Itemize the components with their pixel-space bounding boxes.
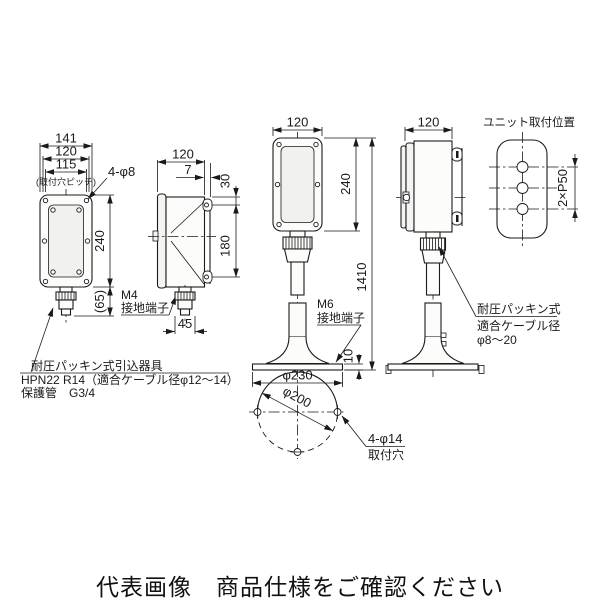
ground-terminal-size: M4 bbox=[121, 288, 138, 302]
dim-base-thickness-label: 10 bbox=[341, 349, 356, 363]
dim-gland-height-label: (65) bbox=[92, 290, 107, 313]
front-view-dimensions: 141 120 115 (取付穴ピッチ) 4-φ8 240 (65) bbox=[36, 131, 135, 317]
gland-note-line2: 適合ケーブル径 bbox=[477, 318, 560, 333]
dim-body-width-label: 120 bbox=[55, 144, 77, 159]
dim-depth-label: 120 bbox=[172, 147, 194, 162]
ground-terminal-label: 接地端子 bbox=[121, 300, 169, 315]
assembly-front-view: 120 240 1410 10 φ230 M6 接地端子 bbox=[249, 115, 405, 462]
assembly-side-view: 120 耐圧パッキン式 適合ケーブル径 φ8～20 bbox=[385, 115, 561, 377]
gland-note-line1: 耐圧パッキン式 bbox=[477, 302, 561, 316]
gland-note-line3: φ8～20 bbox=[477, 333, 517, 347]
unit-mount-dimension: 2×P50 bbox=[555, 154, 578, 222]
assembly-side-gland-note: 耐圧パッキン式 適合ケーブル径 φ8～20 bbox=[438, 246, 561, 347]
front-view-ground-callout: M4 接地端子 bbox=[121, 288, 177, 316]
dim-total-height-label: 1410 bbox=[354, 263, 369, 292]
dim-hole-top-label: 30 bbox=[218, 174, 233, 188]
assembly-side-dimensions: 120 bbox=[404, 115, 453, 141]
side-view-dimensions: 120 7 30 180 45 bbox=[157, 147, 240, 335]
corner-holes-label: 4-φ8 bbox=[108, 164, 135, 179]
assembly-front-screws bbox=[274, 141, 321, 228]
front-view-screws bbox=[41, 197, 91, 285]
assembly-front-dimensions: 120 240 1410 10 φ230 bbox=[252, 115, 376, 387]
mount-holes-sublabel: 取付穴 bbox=[368, 447, 404, 462]
front-view-gland-note: 耐圧パッキン式引込器具 HPN22 R14（適合ケーブル径φ12～14） 保護管… bbox=[20, 307, 239, 400]
dim-hole-pitch-label: 115 bbox=[56, 157, 77, 172]
ground-terminal-size: M6 bbox=[317, 297, 334, 311]
assembly-side-pole bbox=[385, 231, 485, 374]
front-view-cable-gland bbox=[55, 286, 77, 316]
ground-terminal-label: 接地端子 bbox=[317, 310, 365, 325]
base-plan-view: φ200 4-φ14 取付穴 bbox=[249, 371, 405, 462]
gland-note-line3: 保護管 G3/4 bbox=[21, 385, 95, 400]
dim-gland-width-label: 45 bbox=[178, 316, 192, 331]
dim-hole-pitch-label: 180 bbox=[218, 235, 233, 257]
hole-pitch-note: (取付穴ピッチ) bbox=[36, 176, 96, 187]
gland-note-line1: 耐圧パッキン式引込器具 bbox=[31, 359, 163, 373]
dim-box-height-label: 240 bbox=[338, 173, 353, 195]
gland-note-line2: HPN22 R14（適合ケーブル径φ12～14） bbox=[21, 372, 239, 387]
dim-pitch-label: 2×P50 bbox=[555, 169, 570, 207]
front-view: 141 120 115 (取付穴ピッチ) 4-φ8 240 (65) M4 接地… bbox=[20, 131, 239, 400]
caption-text: 代表画像 商品仕様をご確認ください bbox=[96, 574, 504, 600]
mount-holes-label: 4-φ14 bbox=[368, 431, 402, 446]
assembly-front-ground-callout: M6 接地端子 bbox=[317, 297, 365, 363]
dim-base-diameter-label: φ230 bbox=[282, 368, 312, 383]
dim-overall-width-label: 141 bbox=[55, 131, 77, 146]
unit-mount-title: ユニット取付位置 bbox=[483, 115, 575, 129]
dim-height-label: 240 bbox=[92, 230, 107, 252]
dim-width-label: 120 bbox=[287, 115, 309, 130]
dim-bracket-offset-label: 7 bbox=[184, 162, 191, 177]
assembly-front-pole bbox=[251, 230, 344, 371]
side-view-cable-gland bbox=[174, 286, 196, 316]
dim-depth-label: 120 bbox=[418, 115, 440, 130]
unit-mount-detail: ユニット取付位置 2×P50 bbox=[483, 115, 581, 246]
side-view: 120 7 30 180 45 bbox=[148, 147, 240, 335]
